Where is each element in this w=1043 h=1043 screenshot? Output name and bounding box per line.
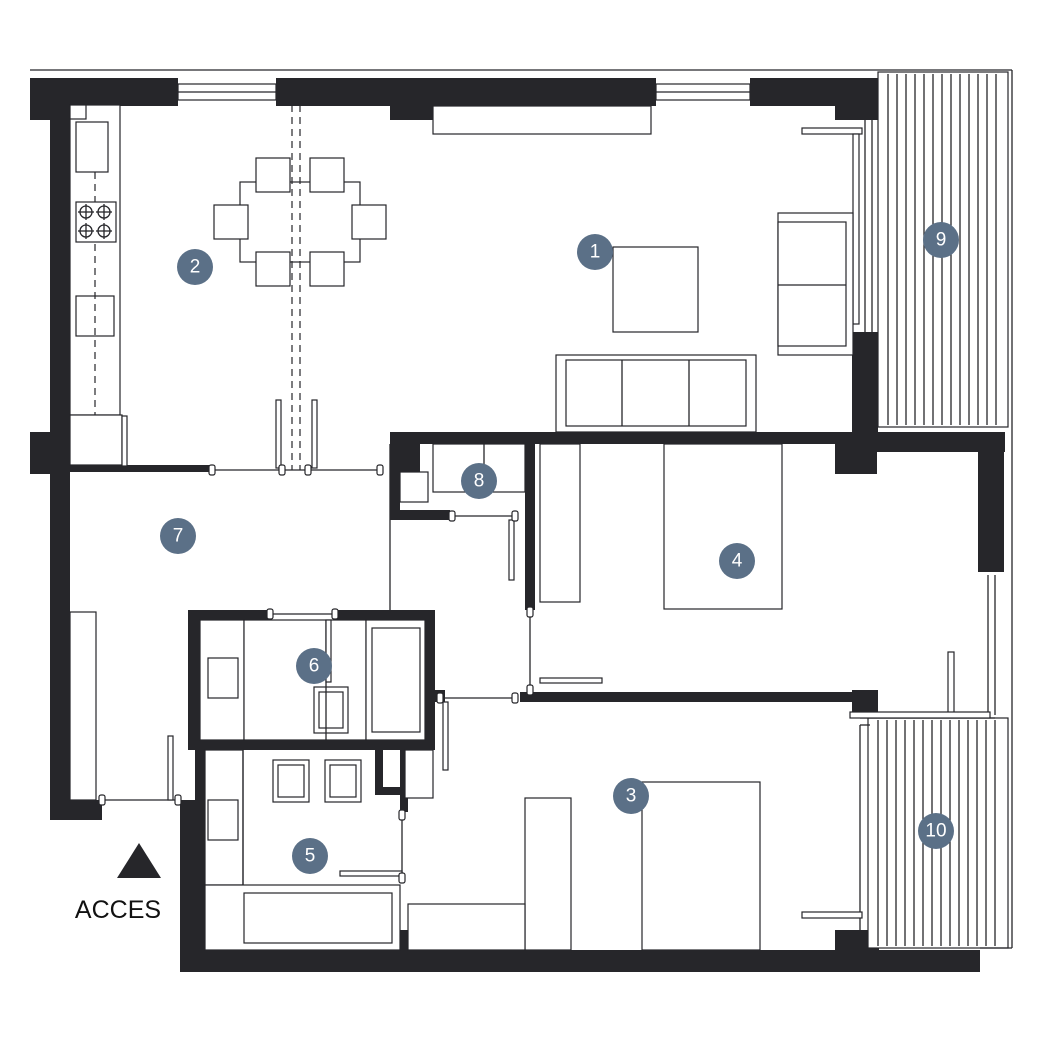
- exterior-walls: [30, 69, 1012, 972]
- living-furniture: [432, 105, 854, 433]
- door-hinges: [98, 464, 534, 884]
- door-hinge: [448, 510, 456, 522]
- door-hinge: [436, 692, 444, 704]
- room-marker-1-label: 1: [590, 242, 601, 263]
- room-marker-9-label: 9: [936, 230, 947, 251]
- bedroom-4: [539, 443, 783, 610]
- room-marker-1: 1: [577, 234, 613, 270]
- room-marker-5-label: 5: [305, 846, 316, 867]
- door-hinge: [511, 510, 519, 522]
- room-marker-5: 5: [292, 838, 328, 874]
- hall-7: [69, 444, 391, 801]
- entrance-label: ACCES: [75, 896, 161, 924]
- room-marker-6: 6: [296, 648, 332, 684]
- room-marker-7: 7: [160, 518, 196, 554]
- door-hinge: [266, 608, 274, 620]
- dining-table: [213, 157, 387, 287]
- room-marker-7-label: 7: [173, 526, 184, 547]
- room-marker-8: 8: [461, 463, 497, 499]
- door-hinge: [376, 464, 384, 476]
- room-marker-3: 3: [613, 778, 649, 814]
- door-hinge: [398, 809, 406, 821]
- door-hinge: [331, 608, 339, 620]
- room-marker-2-label: 2: [190, 257, 201, 278]
- interior-walls: [68, 432, 855, 955]
- door-hinge: [278, 464, 286, 476]
- door-hinge: [304, 464, 312, 476]
- door-hinge: [526, 684, 534, 696]
- door-hinge: [174, 794, 182, 806]
- room-marker-4: 4: [719, 543, 755, 579]
- door-hinge: [398, 872, 406, 884]
- room-marker-6-label: 6: [309, 656, 320, 677]
- bedroom-3: [407, 781, 761, 951]
- room-marker-8-label: 8: [474, 471, 485, 492]
- door-hinge: [98, 794, 106, 806]
- room-marker-9: 9: [923, 222, 959, 258]
- door-hinge: [526, 606, 534, 618]
- kitchen-counter: [69, 104, 123, 466]
- bathroom-6: [199, 619, 426, 741]
- room-marker-10: 10: [918, 813, 954, 849]
- stove-burners-icon: [75, 201, 117, 243]
- doors: [102, 415, 603, 878]
- door-hinge: [208, 464, 216, 476]
- bathroom-5: [204, 749, 434, 951]
- room-marker-3-label: 3: [626, 786, 637, 807]
- room-marker-4-label: 4: [732, 551, 743, 572]
- door-hinge: [511, 692, 519, 704]
- room-marker-10-label: 10: [925, 821, 946, 842]
- room-marker-2: 2: [177, 249, 213, 285]
- triangle-up-icon: [117, 843, 161, 878]
